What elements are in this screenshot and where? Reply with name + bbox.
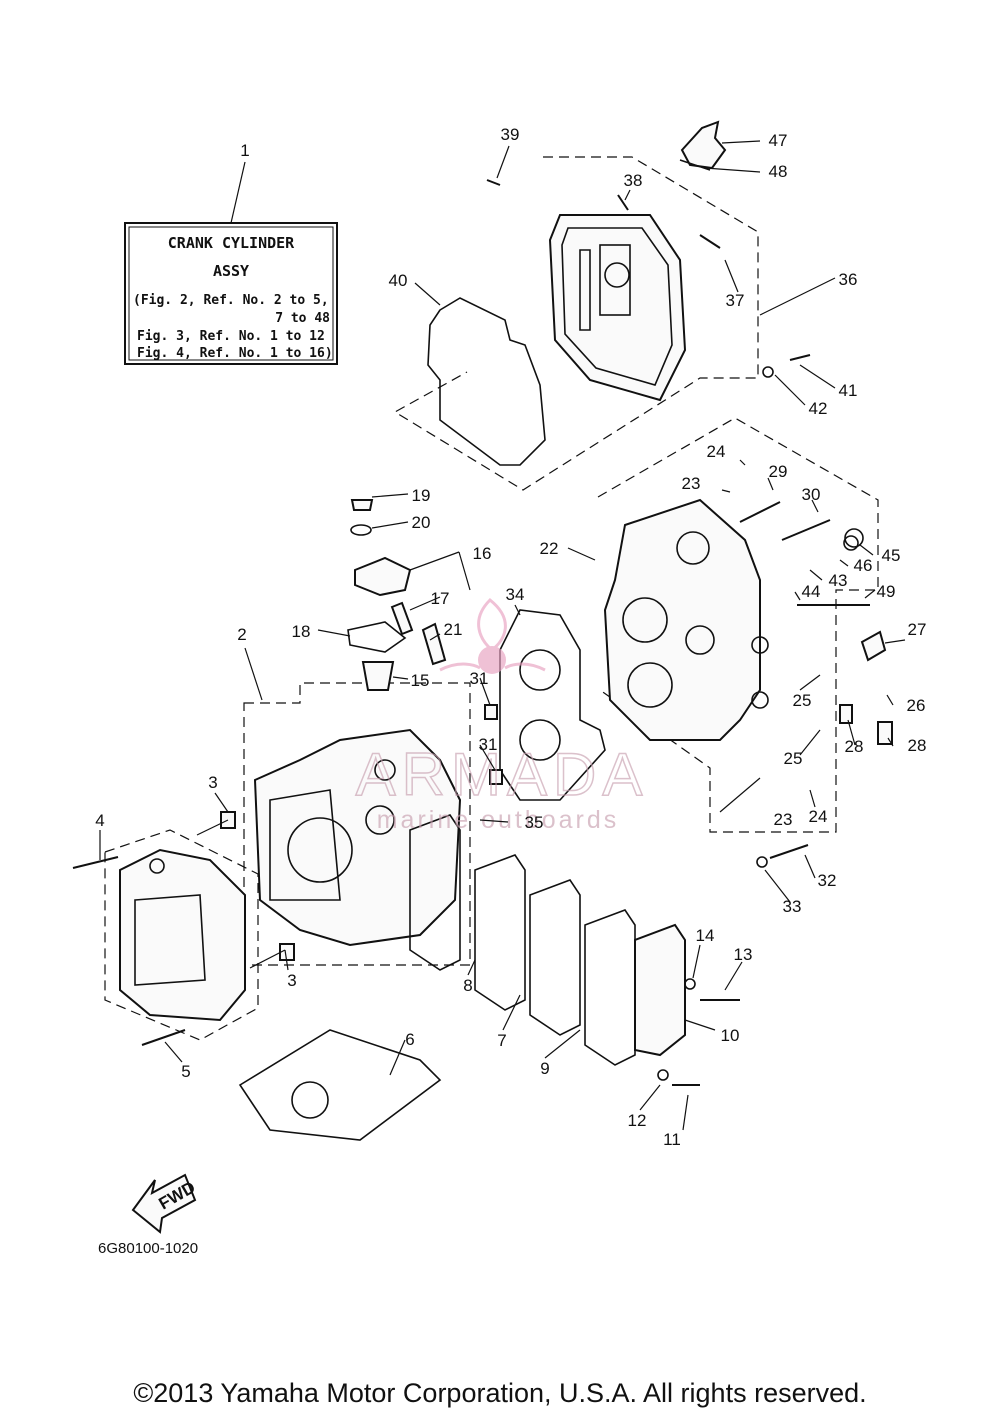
- callout-13: 13: [734, 945, 753, 964]
- cylinder-block: [253, 728, 462, 947]
- thermostat-parts: [347, 499, 447, 691]
- callout-33: 33: [783, 897, 802, 916]
- callout-3a: 3: [208, 773, 217, 792]
- assembly-title: CRANK CYLINDER: [168, 234, 295, 252]
- callout-17: 17: [431, 589, 450, 608]
- callout-16: 16: [473, 544, 492, 563]
- callout-42: 42: [809, 399, 828, 418]
- callout-31a: 31: [470, 669, 489, 688]
- callout-22: 22: [540, 539, 559, 558]
- callout-29: 29: [769, 462, 788, 481]
- callout-23b: 23: [774, 810, 793, 829]
- assembly-subtitle: ASSY: [213, 262, 249, 280]
- callout-21: 21: [444, 620, 463, 639]
- callout-34: 34: [506, 585, 525, 604]
- assembly-ref-4: Fig. 4, Ref. No. 1 to 16): [137, 346, 333, 361]
- oil-filler-cap: [679, 120, 727, 171]
- assembly-info-box: CRANK CYLINDER ASSY (Fig. 2, Ref. No. 2 …: [124, 161, 338, 365]
- callout-35: 35: [525, 813, 544, 832]
- copyright-notice: ©2013 Yamaha Motor Corporation, U.S.A. A…: [133, 1378, 867, 1408]
- forward-arrow: FWD: [131, 1173, 199, 1234]
- callout-44: 44: [802, 582, 821, 601]
- callout-6: 6: [405, 1030, 414, 1049]
- callout-11: 11: [663, 1130, 681, 1149]
- callout-49: 49: [877, 582, 896, 601]
- callout-30: 30: [802, 485, 821, 504]
- callout-39: 39: [501, 125, 520, 144]
- callout-38: 38: [624, 171, 643, 190]
- callout-24a: 24: [707, 442, 726, 461]
- callout-37: 37: [726, 291, 745, 310]
- cylinder-head: [603, 498, 769, 741]
- callout-7: 7: [497, 1031, 506, 1050]
- callout-31b: 31: [479, 735, 498, 754]
- exhaust-covers: [409, 814, 686, 1066]
- watermark-brand: ARMADA: [356, 741, 649, 808]
- assembly-ref-3: Fig. 3, Ref. No. 1 to 12: [137, 329, 325, 344]
- callout-45: 45: [882, 546, 901, 565]
- callout-9: 9: [540, 1059, 549, 1078]
- base-gasket: [238, 1029, 442, 1141]
- cylinder-head-gasket: [499, 609, 606, 801]
- assembly-ref-1: (Fig. 2, Ref. No. 2 to 5,: [133, 293, 329, 308]
- callout-43: 43: [829, 571, 848, 590]
- callout-19: 19: [412, 486, 431, 505]
- assembly-ref-2: 7 to 48: [275, 311, 330, 326]
- callout-27: 27: [908, 620, 927, 639]
- callout-40: 40: [389, 271, 408, 290]
- fasteners: [72, 179, 893, 1086]
- callout-25b: 25: [784, 749, 803, 768]
- head-cover-gasket: [427, 297, 546, 466]
- callout-18: 18: [292, 622, 311, 641]
- callout-47: 47: [769, 131, 788, 150]
- callout-46: 46: [854, 556, 873, 575]
- callout-1: 1: [240, 141, 249, 160]
- callout-4: 4: [95, 811, 104, 830]
- callout-36: 36: [839, 270, 858, 289]
- callout-23a: 23: [682, 474, 701, 493]
- watermark: ARMADA marine outboards: [355, 597, 649, 834]
- callout-5: 5: [181, 1062, 190, 1081]
- callout-3b: 3: [287, 971, 296, 990]
- callout-20: 20: [412, 513, 431, 532]
- callout-2: 2: [237, 625, 246, 644]
- callout-10: 10: [721, 1026, 740, 1045]
- callout-25a: 25: [793, 691, 812, 710]
- callout-14: 14: [696, 926, 715, 945]
- callouts: 1 2 3 3 4 5 6 7 8 9 10 11 12 13 14 15 16…: [95, 125, 926, 1149]
- callout-8: 8: [463, 976, 472, 995]
- callout-28a: 28: [845, 737, 864, 756]
- callout-12: 12: [628, 1111, 647, 1130]
- callout-24b: 24: [809, 807, 828, 826]
- callout-41: 41: [839, 381, 858, 400]
- callout-32: 32: [818, 871, 837, 890]
- callout-48: 48: [769, 162, 788, 181]
- cylinder-head-cover: [548, 214, 687, 402]
- callout-26: 26: [907, 696, 926, 715]
- diagram-code: 6G80100-1020: [98, 1240, 199, 1257]
- crankcase: [119, 848, 246, 1022]
- watermark-tagline: marine outboards: [377, 806, 620, 834]
- leader-lines: [99, 140, 906, 1131]
- callout-28b: 28: [908, 736, 927, 755]
- callout-15: 15: [411, 671, 430, 690]
